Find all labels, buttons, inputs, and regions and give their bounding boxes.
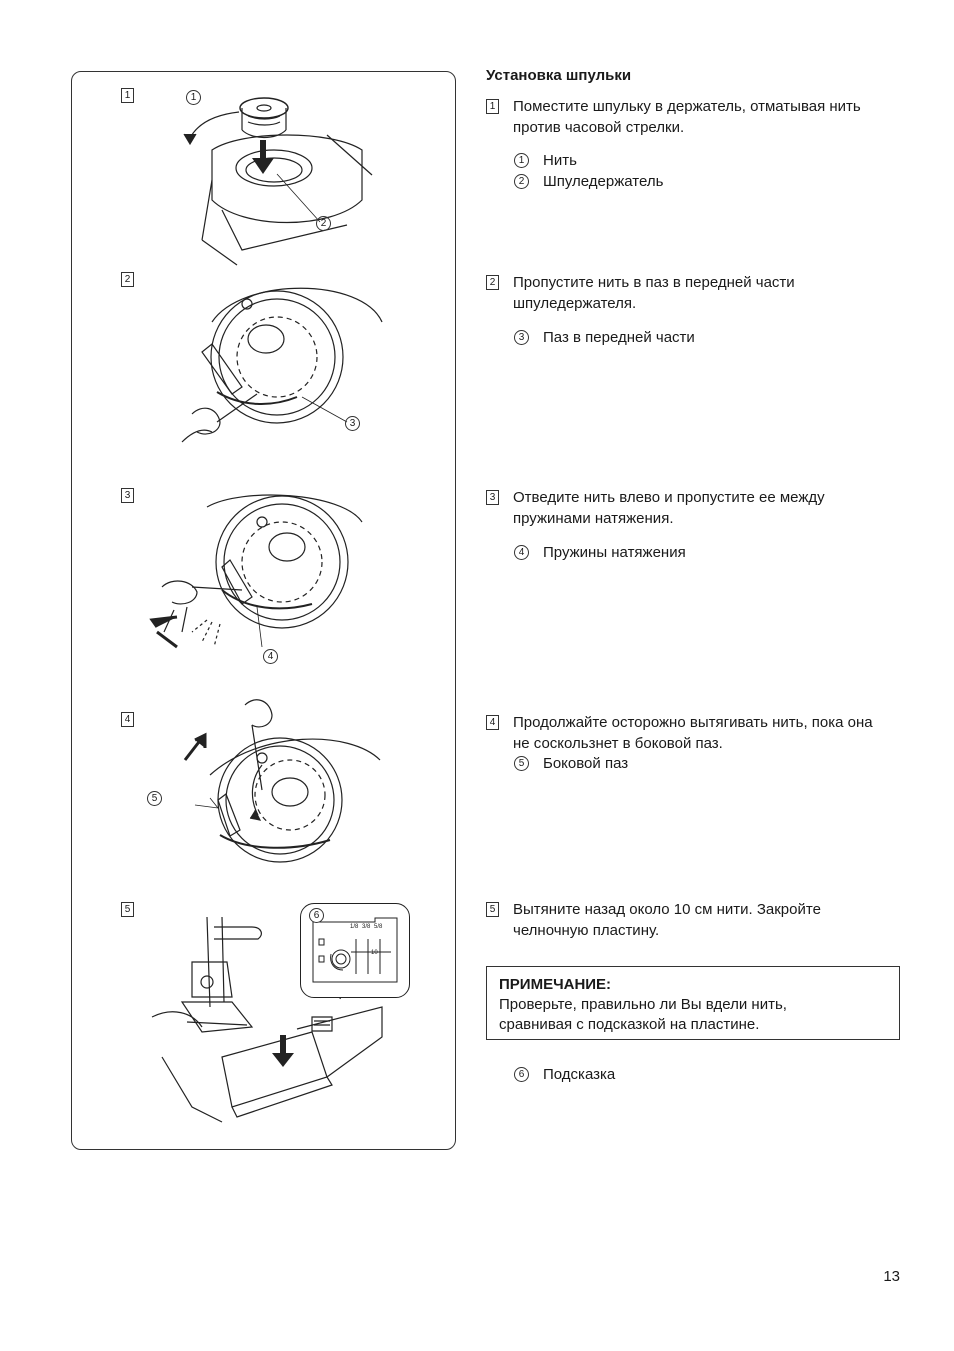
step-text: Продолжайте осторожно вытягивать нить, п… bbox=[513, 712, 893, 754]
section-title: Установка шпульки bbox=[486, 67, 631, 84]
part-label: Пружины натяжения bbox=[543, 542, 686, 563]
note-title: ПРИМЕЧАНИЕ: bbox=[499, 975, 887, 995]
part-label: Боковой паз bbox=[543, 753, 628, 774]
tension-spring-illustration bbox=[152, 492, 382, 662]
part-number: 1 bbox=[514, 153, 529, 168]
step-4: 4 Продолжайте осторожно вытягивать нить,… bbox=[486, 712, 906, 754]
part-item: 5 Боковой паз bbox=[514, 753, 814, 774]
part-item: 4 Пружины натяжения bbox=[514, 542, 814, 563]
part-number: 2 bbox=[514, 174, 529, 189]
part-item: 2 Шпуледержатель bbox=[514, 171, 814, 192]
part-number: 6 bbox=[514, 1067, 529, 1082]
step-5: 5 Вытяните назад около 10 см нити. Закро… bbox=[486, 899, 906, 941]
front-notch-illustration bbox=[182, 282, 392, 452]
step-1: 1 Поместите шпульку в держатель, отматыв… bbox=[486, 96, 906, 138]
figure-number-5: 5 bbox=[121, 902, 134, 917]
bobbin-insert-illustration bbox=[182, 90, 382, 265]
part-number: 4 bbox=[514, 545, 529, 560]
guide-mark-5-8: 5/8 bbox=[374, 924, 382, 930]
step-number: 2 bbox=[486, 275, 499, 290]
guide-mark-1-8: 1/8 bbox=[350, 924, 358, 930]
step-text: Поместите шпульку в держатель, отматывая… bbox=[513, 96, 903, 138]
step-text: Отведите нить влево и пропустите ее межд… bbox=[513, 487, 863, 529]
callout-bobbin-holder: 2 bbox=[316, 216, 331, 231]
part-item: 1 Нить bbox=[514, 150, 814, 171]
guide-mark-10: 10 bbox=[371, 950, 378, 956]
callout-guide: 6 bbox=[309, 908, 324, 923]
figure-number-2: 2 bbox=[121, 272, 134, 287]
part-label: Паз в передней части bbox=[543, 327, 695, 348]
step-number: 3 bbox=[486, 490, 499, 505]
figure-number-3: 3 bbox=[121, 488, 134, 503]
part-number: 5 bbox=[514, 756, 529, 771]
callout-side-slot: 5 bbox=[147, 791, 162, 806]
part-label: Подсказка bbox=[543, 1064, 615, 1085]
note-text: Проверьте, правильно ли Вы вдели нить, с… bbox=[499, 995, 829, 1035]
note-box: ПРИМЕЧАНИЕ: Проверьте, правильно ли Вы в… bbox=[486, 966, 900, 1040]
callout-front-notch: 3 bbox=[345, 416, 360, 431]
step-number: 1 bbox=[486, 99, 499, 114]
part-item: 6 Подсказка bbox=[514, 1064, 814, 1085]
step-number: 4 bbox=[486, 715, 499, 730]
callout-tension-springs: 4 bbox=[263, 649, 278, 664]
part-number: 3 bbox=[514, 330, 529, 345]
part-label: Шпуледержатель bbox=[543, 171, 663, 192]
figure-number-4: 4 bbox=[121, 712, 134, 727]
step-text: Пропустите нить в паз в передней части ш… bbox=[513, 272, 833, 314]
illustration-panel: 1 1 2 2 3 3 bbox=[71, 71, 456, 1150]
part-label: Нить bbox=[543, 150, 577, 171]
step-number: 5 bbox=[486, 902, 499, 917]
step-3: 3 Отведите нить влево и пропустите ее ме… bbox=[486, 487, 906, 529]
part-item: 3 Паз в передней части bbox=[514, 327, 814, 348]
step-text: Вытяните назад около 10 см нити. Закройт… bbox=[513, 899, 873, 941]
page-number: 13 bbox=[883, 1268, 900, 1285]
step-2: 2 Пропустите нить в паз в передней части… bbox=[486, 272, 906, 314]
side-slot-illustration bbox=[180, 690, 390, 870]
figure-number-1: 1 bbox=[121, 88, 134, 103]
guide-mark-3-8: 3/8 bbox=[362, 924, 370, 930]
